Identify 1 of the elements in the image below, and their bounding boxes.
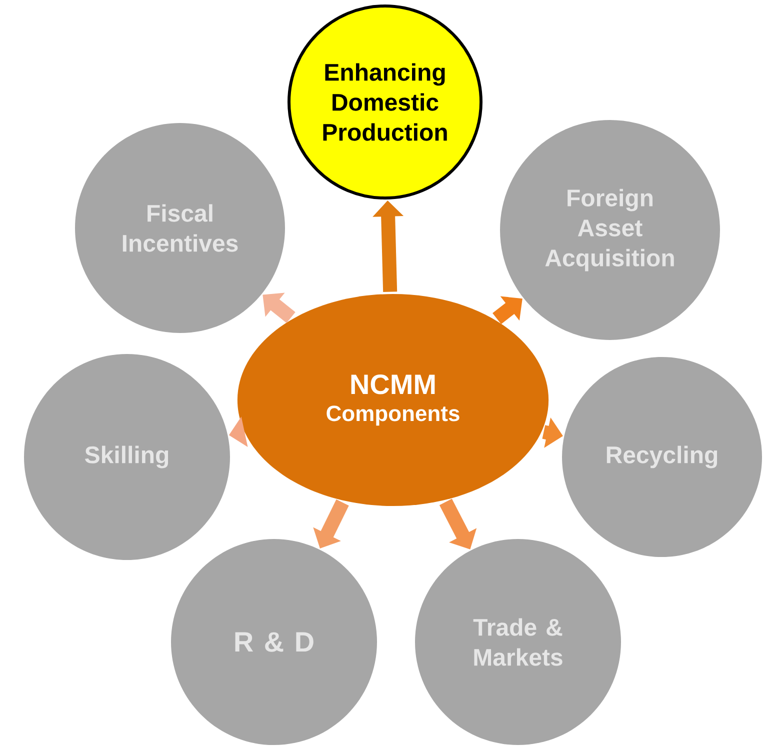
block-arrow (492, 296, 522, 324)
